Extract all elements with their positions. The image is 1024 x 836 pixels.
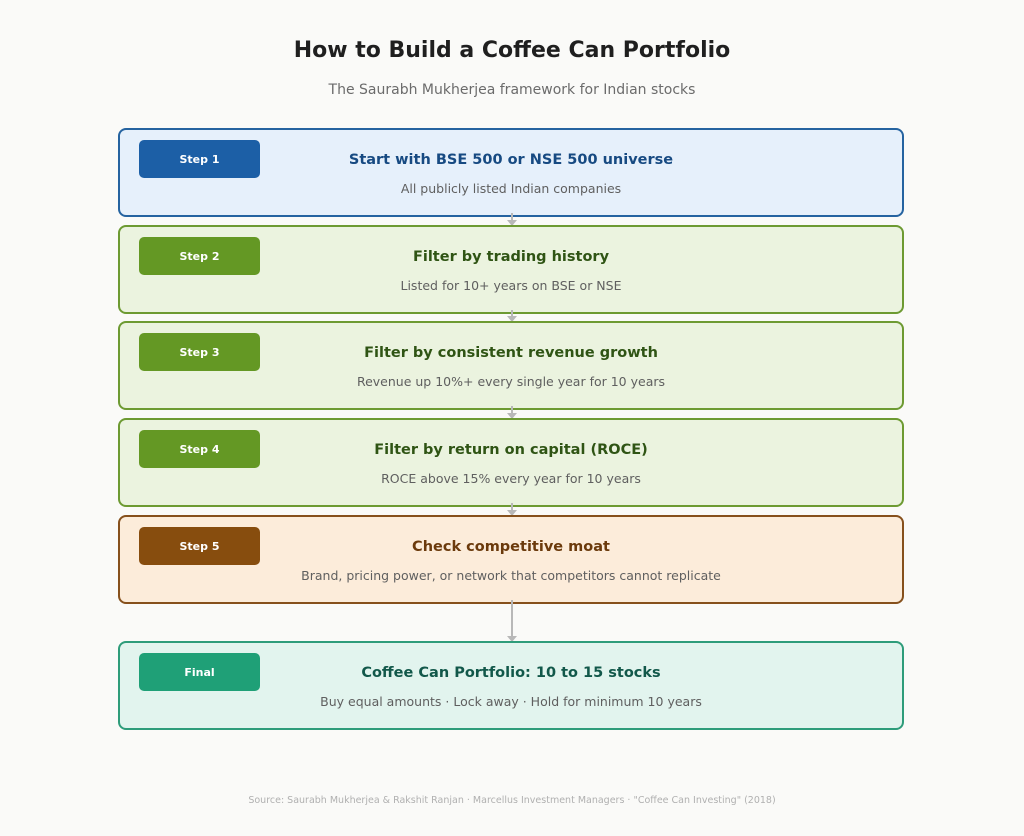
source-footnote: Source: Saurabh Mukherjea & Rakshit Ranj… [248,795,776,806]
diagram-subtitle: The Saurabh Mukherjea framework for Indi… [328,82,696,98]
step-3-card: Step 3 Filter by consistent revenue grow… [118,321,904,410]
step-1-title: Start with BSE 500 or NSE 500 universe [348,152,674,168]
final-card: Final Coffee Can Portfolio: 10 to 15 sto… [118,641,904,730]
step-2-card: Step 2 Filter by trading history Listed … [118,225,904,314]
connector-arrow-1 [507,213,517,226]
connector-arrow-4 [507,503,517,516]
step-4-title: Filter by return on capital (ROCE) [374,442,648,458]
step-5-card: Step 5 Check competitive moat Brand, pri… [118,515,904,604]
step-3-description: Revenue up 10%+ every single year for 10… [356,374,666,389]
final-title: Coffee Can Portfolio: 10 to 15 stocks [361,665,661,681]
step-3-badge: Step 3 [139,333,260,371]
connector-arrow-2 [507,310,517,322]
step-5-description: Brand, pricing power, or network that co… [301,568,721,583]
step-2-title: Filter by trading history [412,249,610,265]
step-4-card: Step 4 Filter by return on capital (ROCE… [118,418,904,507]
connector-arrow-5 [507,600,517,642]
step-1-badge: Step 1 [139,140,260,178]
step-1-description: All publicly listed Indian companies [400,181,622,196]
connector-arrow-3 [507,406,517,419]
final-badge: Final [139,653,260,691]
final-description: Buy equal amounts · Lock away · Hold for… [320,694,702,709]
step-2-badge: Step 2 [139,237,260,275]
step-5-title: Check competitive moat [412,539,610,555]
step-2-description: Listed for 10+ years on BSE or NSE [400,278,622,293]
diagram-title: How to Build a Coffee Can Portfolio [293,38,731,63]
step-5-badge: Step 5 [139,527,260,565]
step-3-title: Filter by consistent revenue growth [364,345,658,361]
step-4-description: ROCE above 15% every year for 10 years [381,471,641,486]
step-4-badge: Step 4 [139,430,260,468]
step-1-card: Step 1 Start with BSE 500 or NSE 500 uni… [118,128,904,217]
